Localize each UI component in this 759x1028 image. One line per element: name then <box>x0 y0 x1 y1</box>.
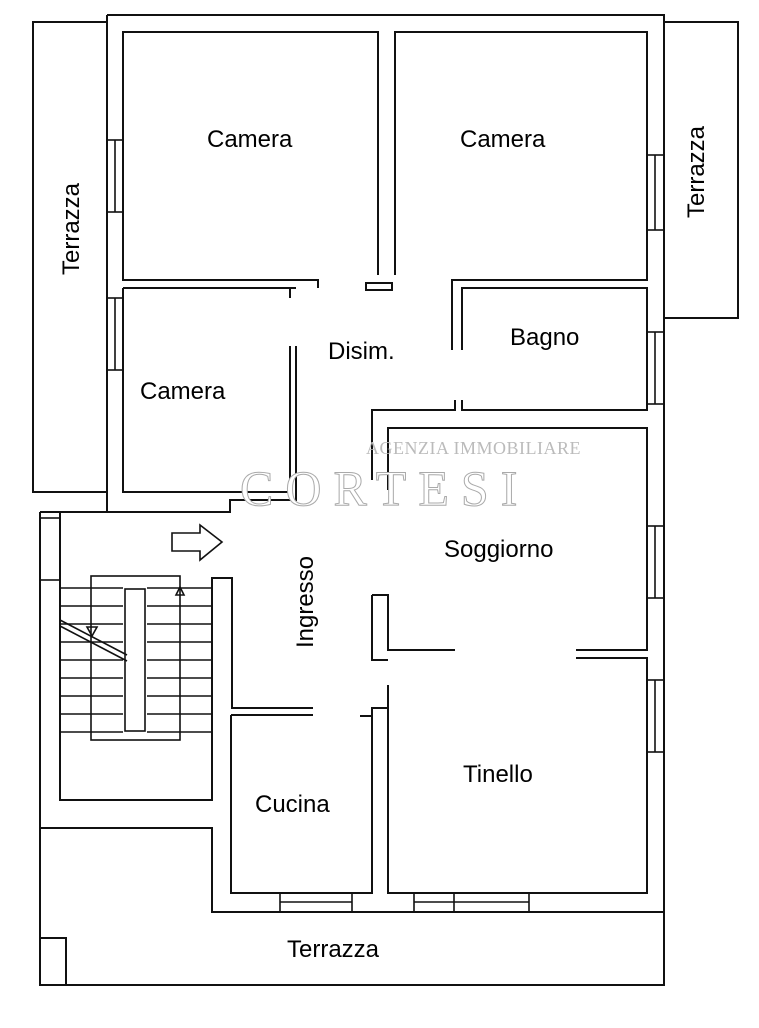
room-label-cucina: Cucina <box>255 791 330 818</box>
room-label-ingresso: Ingresso <box>292 555 319 649</box>
room-label-terrazza: Terrazza <box>58 182 85 276</box>
camera-top-right-walls <box>394 31 648 350</box>
room-label-camera: Camera <box>207 126 293 153</box>
staircase <box>59 575 212 741</box>
room-label-terrazza: Terrazza <box>287 936 380 963</box>
room-label-bagno: Bagno <box>510 324 580 351</box>
stair-down-arrow-icon <box>85 626 99 638</box>
room-label-camera: Camera <box>140 378 226 405</box>
room-label-tinello: Tinello <box>463 761 533 788</box>
watermark-agency: AGENZIA IMMOBILIARE <box>366 438 581 458</box>
ingresso-walls <box>59 511 455 801</box>
camera-top-left-walls <box>122 31 379 288</box>
entrance-arrow-icon <box>171 523 224 562</box>
stair-up-arrow-icon <box>174 585 186 596</box>
room-label-disimpegno: Disim. <box>328 338 395 365</box>
terrace-corner <box>39 937 67 986</box>
camera-left-walls <box>122 287 297 513</box>
room-label-soggiorno: Soggiorno <box>444 536 554 563</box>
room-label-terrazza: Terrazza <box>683 125 710 219</box>
room-label-camera: Camera <box>460 126 546 153</box>
terrace-left <box>32 21 108 493</box>
windows <box>39 139 665 913</box>
soggiorno-walls <box>387 427 648 651</box>
watermark-brand: CORTESI <box>239 460 530 516</box>
disim-pillar <box>365 282 393 291</box>
